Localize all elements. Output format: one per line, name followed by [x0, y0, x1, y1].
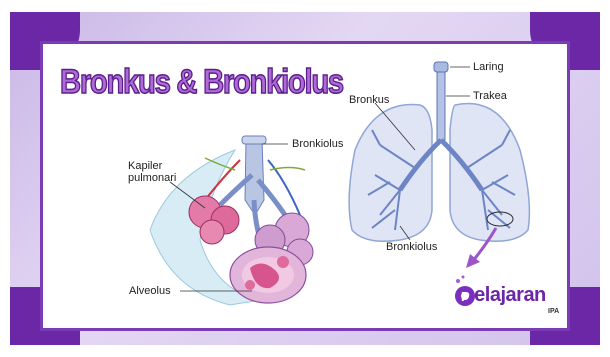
label-laring: Laring [473, 61, 504, 73]
label-bronkiolus-left: Bronkiolus [292, 138, 343, 150]
label-bronkus: Bronkus [349, 94, 389, 106]
label-alveolus: Alveolus [129, 285, 171, 297]
alveoli-illustration [150, 136, 313, 305]
label-kapiler-line2: pulmonari [128, 172, 176, 184]
brand-initial: P [461, 289, 469, 304]
label-kapiler-line1: Kapiler [128, 160, 162, 172]
label-bronkiolus-right: Bronkiolus [386, 241, 437, 253]
brand-name: Pelajaran [470, 284, 550, 307]
brand-wordmark: elajaran [474, 284, 546, 306]
label-trakea: Trakea [473, 90, 507, 102]
brand-sub: IPA [548, 308, 559, 315]
